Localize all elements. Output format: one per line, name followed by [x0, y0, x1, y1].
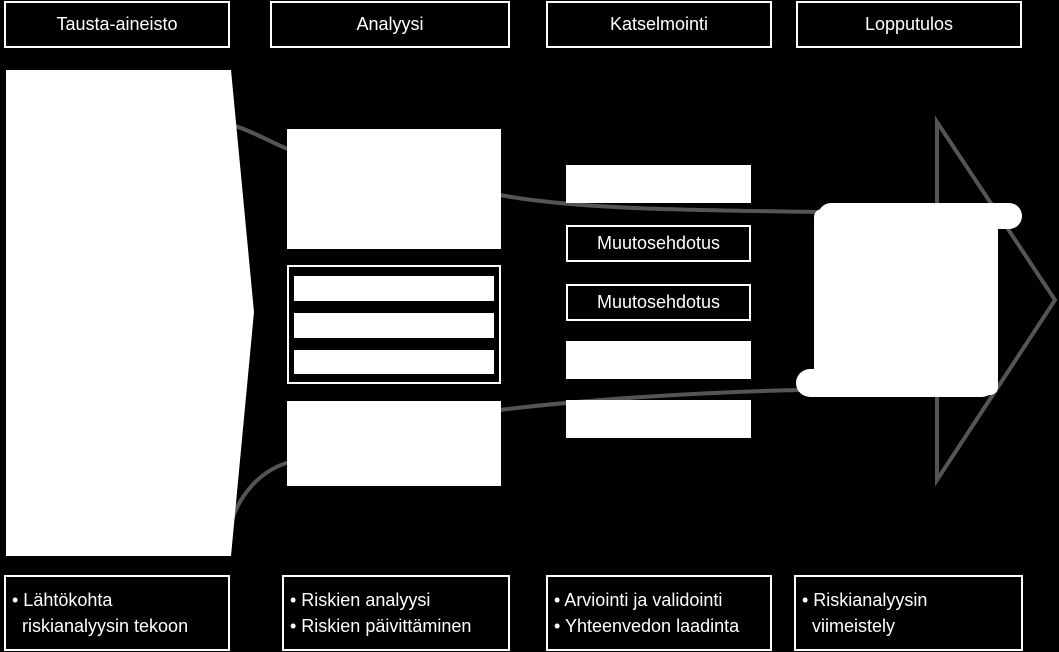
analysis-box-bottom [287, 401, 501, 486]
footer-background-material: • Lähtökohta riskianalyysin tekoon [4, 575, 230, 651]
header-review: Katselmointi [546, 1, 772, 48]
header-result: Lopputulos [796, 1, 1022, 48]
header-analysis: Analyysi [270, 1, 510, 48]
analysis-box-top [287, 129, 501, 249]
header-label: Lopputulos [864, 14, 954, 34]
footer-line: riskianalyysin tekoon [22, 616, 189, 636]
analysis-group-bar [294, 313, 494, 338]
review-item [566, 341, 751, 379]
connector-source-top [231, 123, 291, 152]
footer-review: • Arviointi ja validointi • Yhteenvedon … [546, 575, 772, 651]
result-scroll-shape [796, 203, 1022, 397]
connector-analysis-bottom [499, 388, 801, 412]
analysis-group-bar [294, 276, 494, 301]
footer-line: • Lähtökohta [12, 590, 113, 610]
review-item-label: Muutosehdotus [596, 292, 721, 312]
footer-line: • Yhteenvedon laadinta [554, 616, 740, 636]
review-item [566, 165, 751, 203]
connector-analysis-top [499, 193, 821, 214]
analysis-group-bar [294, 350, 494, 374]
header-label: Katselmointi [609, 14, 709, 34]
footer-line: • Riskianalyysin [802, 590, 928, 610]
header-background-material: Tausta-aineisto [4, 1, 230, 48]
footer-line: • Arviointi ja validointi [554, 590, 723, 610]
footer-line: • Riskien analyysi [290, 590, 431, 610]
header-label: Analyysi [356, 14, 424, 34]
analysis-group-box [287, 265, 501, 384]
footer-analysis: • Riskien analyysi • Riskien päivittämin… [282, 575, 510, 651]
review-item-change-proposal: Muutosehdotus [566, 284, 751, 321]
footer-result: • Riskianalyysin viimeistely [794, 575, 1023, 651]
footer-line: • Riskien päivittäminen [290, 616, 472, 636]
source-material-block [6, 70, 254, 556]
footer-line: viimeistely [812, 616, 896, 636]
header-label: Tausta-aineisto [56, 14, 178, 34]
review-item [566, 400, 751, 438]
review-item-label: Muutosehdotus [596, 233, 721, 253]
review-item-change-proposal: Muutosehdotus [566, 225, 751, 262]
